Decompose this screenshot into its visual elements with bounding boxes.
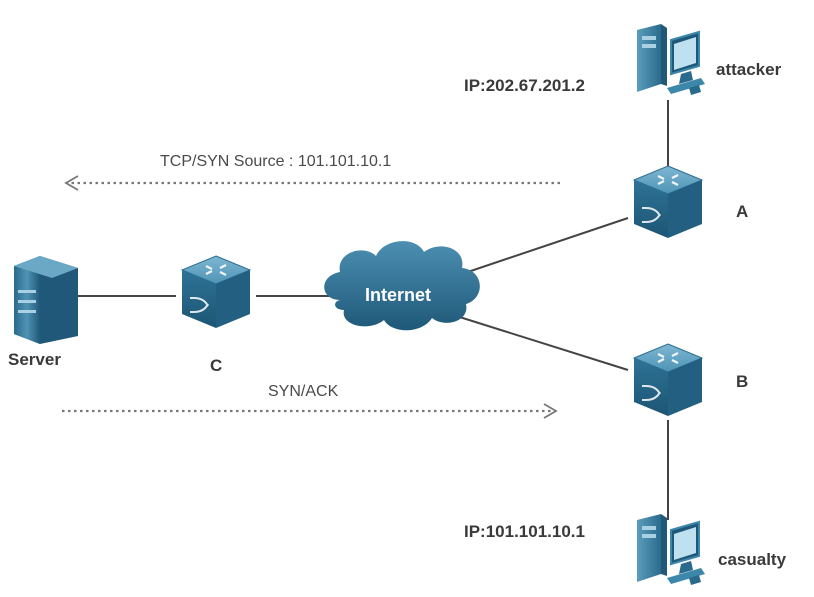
internet-label: Internet [365,285,432,305]
attacker-label: attacker [716,60,782,79]
syn-ack-flow-label: SYN/ACK [268,383,339,400]
link-internet-b [449,313,629,371]
attacker-computer-icon [635,22,707,97]
switch-a-icon [632,164,704,240]
switch-b-icon [632,342,704,418]
links [76,100,669,520]
flow-syn-ack-arrow [62,403,558,419]
tcp-syn-flow-label: TCP/SYN Source : 101.101.10.1 [160,153,392,170]
casualty-ip-label: IP:101.101.10.1 [464,522,585,541]
switch-c-icon [180,254,252,330]
server-icon [14,256,78,344]
server-label: Server [8,350,61,369]
switch-c-label: C [210,356,223,375]
internet-cloud-icon [324,241,480,331]
attacker-ip-label: IP:202.67.201.2 [464,76,585,95]
switch-a-label: A [736,202,749,221]
casualty-computer-icon [635,512,707,587]
link-internet-a [449,217,629,279]
flow-tcp-syn-arrow [64,175,560,191]
switch-b-label: B [736,372,749,391]
casualty-label: casualty [718,550,787,569]
